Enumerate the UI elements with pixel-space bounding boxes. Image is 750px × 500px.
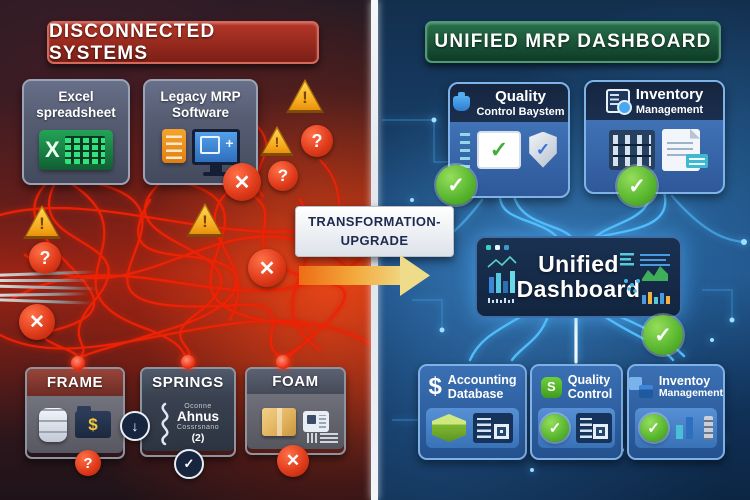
dollar-folder-icon: $ [75, 406, 111, 438]
frame-box: FRAME $ [25, 367, 125, 459]
dashboard-title: Unified Dashboard [516, 251, 641, 302]
red-node-dot [71, 356, 85, 370]
cube-icon [629, 376, 653, 398]
shelf-rack-icon [609, 129, 655, 170]
shield-check-icon: ✓ [529, 131, 557, 168]
transformation-arrow [299, 266, 401, 285]
server-icon [703, 416, 713, 440]
spring-coil-icon [161, 402, 169, 445]
database-icon [39, 407, 67, 442]
factory-report-icon [473, 413, 513, 443]
clipboard-gear-icon [605, 89, 632, 116]
package-icon [262, 407, 296, 436]
check-icon: ✓ [639, 414, 668, 442]
quality-bottom-label: Quality Control [567, 373, 613, 401]
quality-control-box: S Quality Control ✓ [530, 364, 623, 460]
dollar-icon: $ [428, 373, 442, 400]
excel-spreadsheet-box: Excel spreadsheet X [22, 79, 130, 185]
accounting-database-box: $ Accounting Database [418, 364, 527, 460]
x-icon: ✕ [248, 249, 286, 287]
check-panel-icon: ✓ [477, 130, 521, 169]
orange-list-icon [161, 128, 186, 163]
bar-chart-icon [673, 415, 699, 441]
document-icon [662, 128, 708, 171]
question-icon: ? [29, 242, 61, 274]
unified-dashboard-box: Unified Dashboard [475, 236, 682, 318]
inventory-management-box: Inventory Management [584, 80, 725, 194]
spreadsheet-grid-icon [64, 135, 105, 164]
factory-report-icon [576, 413, 612, 443]
photo-print-icon [303, 411, 329, 432]
flask-icon [453, 91, 471, 111]
springs-header: SPRINGS [142, 369, 234, 396]
check-icon: ✓ [617, 166, 657, 206]
inventory-top-label: Inventory Management [635, 86, 704, 116]
check-circle-icon: ✓ [174, 449, 204, 479]
springs-box: SPRINGS Oconne Ahnus Cossrsnano (2) [140, 367, 236, 457]
foam-box: FOAM [245, 367, 346, 455]
inventory-bottom-box: Inventoy Management ✓ [627, 364, 725, 460]
accounting-label: Accounting Database [447, 373, 517, 401]
left-title: DISCONNECTED SYSTEMS [47, 21, 319, 64]
arrow-down-icon: ↓ [120, 411, 150, 441]
frame-header: FRAME [27, 369, 123, 396]
right-title: UNIFIED MRP DASHBOARD [425, 21, 721, 63]
check-icon: ✓ [436, 165, 476, 205]
right-title-label: UNIFIED MRP DASHBOARD [434, 31, 712, 52]
check-icon: ✓ [541, 414, 569, 442]
s-badge-icon: S [540, 376, 562, 398]
question-icon: ? [268, 161, 298, 191]
excel-label: Excel spreadsheet [36, 89, 116, 120]
mini-bar-chart-icon [487, 255, 517, 303]
green-box-icon [432, 414, 466, 442]
window-dots-icon [486, 245, 509, 250]
quality-system-label: Quality Control Baystem [476, 88, 565, 118]
checklist-icon [460, 131, 470, 168]
red-node-dot [181, 355, 195, 369]
check-icon: ✓ [643, 315, 683, 355]
x-icon: ✕ [223, 163, 261, 201]
red-node-dot [276, 355, 290, 369]
monitor-icon: + [191, 128, 240, 176]
foam-header: FOAM [247, 369, 344, 394]
x-icon: ✕ [19, 304, 55, 340]
excel-icon: X [39, 129, 113, 170]
list-lines-icon [307, 433, 338, 443]
transformation-label: TRANSFORMATION- UPGRADE [295, 206, 454, 257]
mini-line-chart-icon [620, 253, 670, 304]
left-title-label: DISCONNECTED SYSTEMS [49, 20, 216, 64]
legacy-label: Legacy MRP Software [160, 89, 241, 120]
gray-wire [0, 279, 90, 282]
x-icon: ✕ [277, 445, 309, 477]
inventory-bottom-label: Inventoy Management [658, 374, 723, 400]
question-icon: ? [301, 125, 333, 157]
springs-text: Oconne Ahnus Cossrsnano (2) [176, 402, 220, 445]
question-icon: ? [75, 450, 101, 476]
